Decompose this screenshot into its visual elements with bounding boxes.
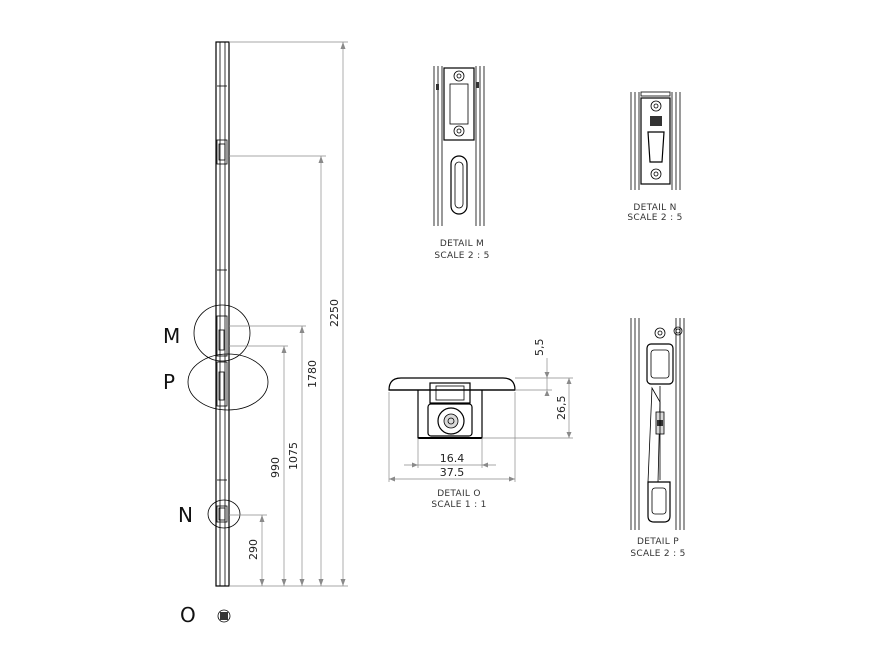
detail-m-scale: SCALE 2 : 5 <box>434 251 489 261</box>
detail-p-caption: DETAIL P <box>637 537 679 547</box>
dim-2250: 2250 <box>328 299 341 327</box>
detail-n: DETAIL N SCALE 2 : 5 <box>627 91 682 223</box>
section-letter-o: O <box>180 603 196 627</box>
dim-o-top: 5,5 <box>533 339 546 357</box>
dim-o-height: 26,5 <box>555 396 568 421</box>
dim-1075: 1075 <box>287 442 300 470</box>
detail-m: DETAIL M SCALE 2 : 5 <box>433 66 489 261</box>
dim-990: 990 <box>269 457 282 478</box>
detail-circle-n <box>207 499 241 529</box>
detail-n-scale: SCALE 2 : 5 <box>627 213 682 223</box>
detail-circle-p <box>187 353 269 411</box>
main-profile-view: M P N 2250 1780 1075 990 290 <box>163 41 348 587</box>
dim-o-outer-width: 37.5 <box>440 466 465 479</box>
detail-o: 5,5 26,5 16.4 37.5 DETAIL O SCALE 1 : 1 <box>388 339 573 510</box>
section-marker-o: O <box>180 603 231 627</box>
detail-p-scale: SCALE 2 : 5 <box>630 549 685 559</box>
detail-o-caption: DETAIL O <box>437 489 481 499</box>
detail-letter-p: P <box>163 370 175 394</box>
detail-letter-n: N <box>178 503 193 527</box>
detail-p: DETAIL P SCALE 2 : 5 <box>630 318 685 559</box>
detail-circle-m <box>193 304 251 362</box>
detail-letter-m: M <box>163 324 180 348</box>
dim-1780: 1780 <box>306 360 319 388</box>
detail-m-caption: DETAIL M <box>440 239 484 249</box>
dim-290: 290 <box>247 539 260 560</box>
detail-n-caption: DETAIL N <box>633 203 676 213</box>
dim-o-inner-width: 16.4 <box>440 452 465 465</box>
detail-o-scale: SCALE 1 : 1 <box>431 500 486 510</box>
